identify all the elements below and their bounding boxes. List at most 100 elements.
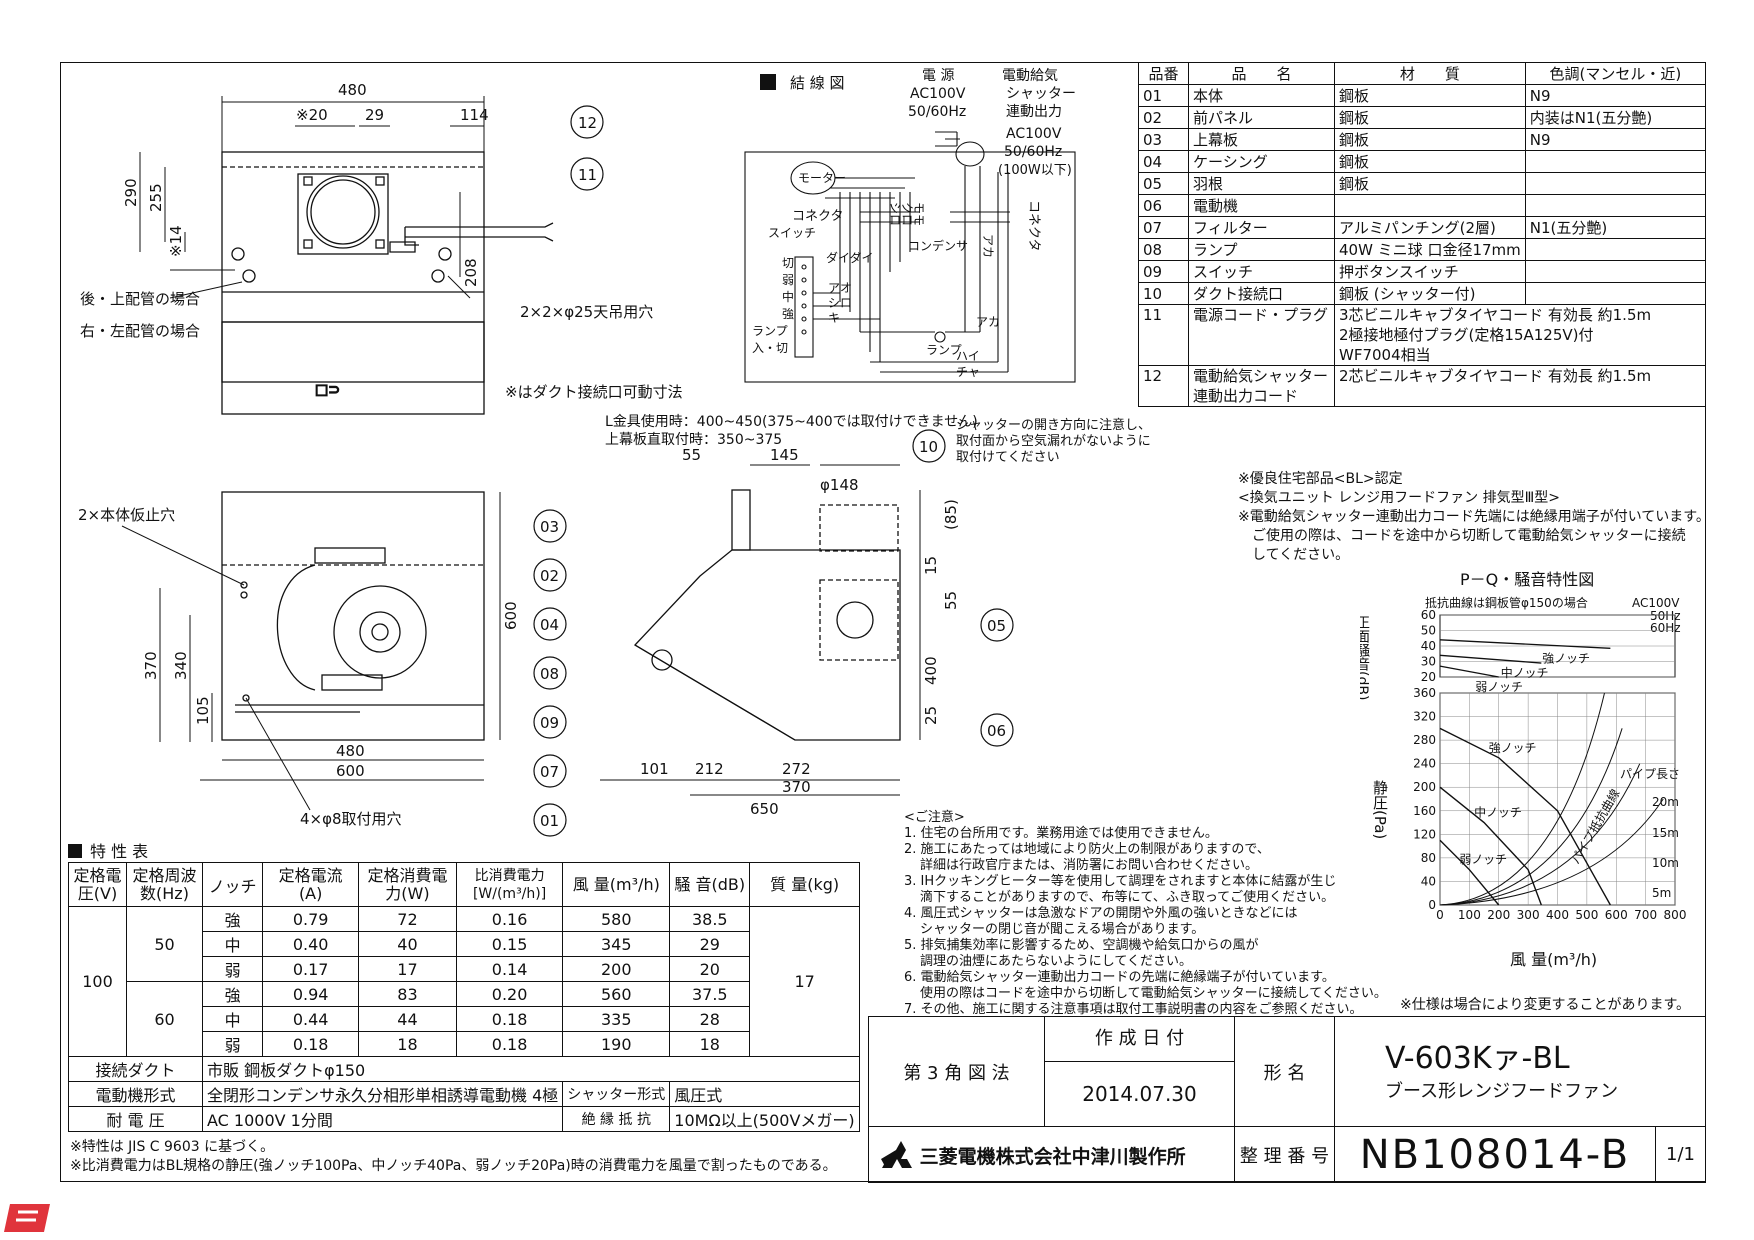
chart-title: P－Q・騒音特性図 [1460,570,1594,589]
wiring-motor: モーター [798,171,846,185]
wire-7: モモ [912,202,926,226]
dim-top-480: 480 [338,81,367,99]
wiring-diagram: 結 線 図 電 源 AC100V 50/60Hz 電動給気 シャッター 連動出力… [744,68,1076,383]
pq-xtick: 0 [1436,908,1444,922]
wiring-sw-0: 切 [782,256,794,270]
label-ceiling-holes: 2×2×φ25天吊用穴 [520,303,653,321]
callout-03: 03 [540,518,559,536]
wiring-sw-4: ランプ [752,324,788,338]
wire-0: ダイダイ [826,250,874,265]
wiring-condenser: コンデンサ [908,238,968,253]
wiring-switch: スイッチ [768,226,816,240]
wire-6: チャ [956,365,980,379]
callout-05: 05 [987,617,1006,635]
pipe-resistance-curve [1439,763,1641,906]
caution-notes: <ご注意> 1. 住宅の台所用です。業務用途では使用できません。 2. 施工にあ… [904,810,1387,1017]
dim-top-208: 208 [462,258,480,287]
spec-duct-row: 接続ダクト市販 鋼板ダクトφ150 [68,1056,860,1082]
corner-logo-icon [4,1204,50,1232]
wire-8: クロ [900,202,914,226]
wiring-sw-2: 中 [782,289,794,304]
ann-pipe-length: パイプ長さ [1620,767,1680,781]
static-pressure-ylabel: 静圧(Pa) [1371,780,1389,839]
wiring-power-0: 電 源 [922,68,954,84]
ann-15m: 15m [1652,826,1679,840]
dim-top-14: ※14 [167,225,185,257]
dim-side-370: 370 [782,778,811,796]
label-duct-movable: ※はダクト接続口可動寸法 [505,383,683,401]
dim-side-101: 101 [640,760,669,778]
dim-front-600w: 600 [336,762,365,780]
pipe-resistance-curve [1439,692,1605,906]
spec-motor-row: 電動機形式全閉形コンデンサ永久分相形単相誘導電動機 4極シャッター形式風圧式 [68,1081,860,1107]
pq-series-line [1439,727,1611,906]
dim-side-272: 272 [782,760,811,778]
callouts-right: 10 05 06 [912,429,1014,747]
pipe-resistance-curve [1439,798,1664,906]
dim-side-212: 212 [695,760,724,778]
pq-xtick: 500 [1575,908,1598,922]
pq-xtick: 100 [1458,908,1481,922]
pq-ytick: 80 [1421,851,1436,865]
pq-series-label: 弱ノッチ [1459,853,1507,867]
pq-ytick: 120 [1413,827,1436,841]
dim-top-255: 255 [147,183,165,212]
wiring-title: 結 線 図 [790,74,845,92]
section-square-icon [68,844,82,858]
wire-9: シロ [888,202,902,226]
pq-ytick: 240 [1413,757,1436,771]
legend-50hz: 50Hz [1650,609,1681,623]
callout-08: 08 [540,665,559,683]
pq-noise-chart: P－Q・騒音特性図 抵抗曲線は鋼板管φ150の場合 AC100V 50Hz 60… [1360,570,1686,969]
wiring-sw-3: 強 [782,307,794,321]
pq-ytick: 40 [1421,874,1436,888]
chart-subtitle: 抵抗曲線は鋼板管φ150の場合 [1425,595,1588,610]
wiring-lamp: ランプ [926,343,962,357]
dim-top-29: 29 [365,106,384,124]
pq-ytick: 0 [1428,898,1436,912]
wire-5: ハイ [956,349,980,363]
wire-4: アカ [976,315,1000,329]
front-view-drawing: 2×本体仮止穴 370 340 105 600 480 600 4×φ8取付用穴 [78,491,520,828]
callout-06: 06 [987,722,1006,740]
spec-table: 定格電圧(V) 定格周波数(Hz) ノッチ 定格電流(A) 定格消費電力(W) … [68,862,860,1132]
wire-3: キ [828,311,840,325]
callout-09: 09 [540,714,559,732]
noise-series-line [1439,639,1611,649]
wiring-connector-left: コネクタ [792,209,843,224]
spec-title: 特 性 表 [68,838,148,862]
wiring-shutter-0: 電動給気 [1002,68,1058,84]
pipe-resistance-curve [1439,728,1623,906]
pq-series-label: 中ノッチ [1474,805,1522,820]
pq-xtick: 200 [1487,908,1510,922]
noise-ylabel: 正面騒音(dB) [1360,615,1370,700]
pq-series-label: 強ノッチ [1489,741,1537,755]
spec-notes: ※特性は JIS C 9603 に基づく。 ※比消費電力はBL規格の静圧(強ノッ… [70,1139,837,1174]
callout-02: 02 [540,567,559,585]
noise-series-label: 中ノッチ [1501,665,1549,680]
wiring-power-2: 50/60Hz [908,104,966,120]
dim-front-370: 370 [142,651,160,680]
noise-ytick: 20 [1421,670,1436,684]
shutter-note: シャッターの開き方向に注意し、 取付面から空気漏れがないように 取付けてください [956,418,1152,465]
wiring-connector-right: コネクタ [1026,200,1041,251]
pq-xtick: 300 [1517,908,1540,922]
spec-change-note: ※仕様は場合により変更することがあります。 [1400,997,1691,1013]
noise-ytick: 50 [1421,624,1436,638]
label-rear-top-piping: 後・上配管の場合 [80,290,200,308]
wiring-shutter-5: (100W以下) [998,163,1072,178]
dim-side-650: 650 [750,800,779,818]
dim-top-20: ※20 [296,106,328,124]
